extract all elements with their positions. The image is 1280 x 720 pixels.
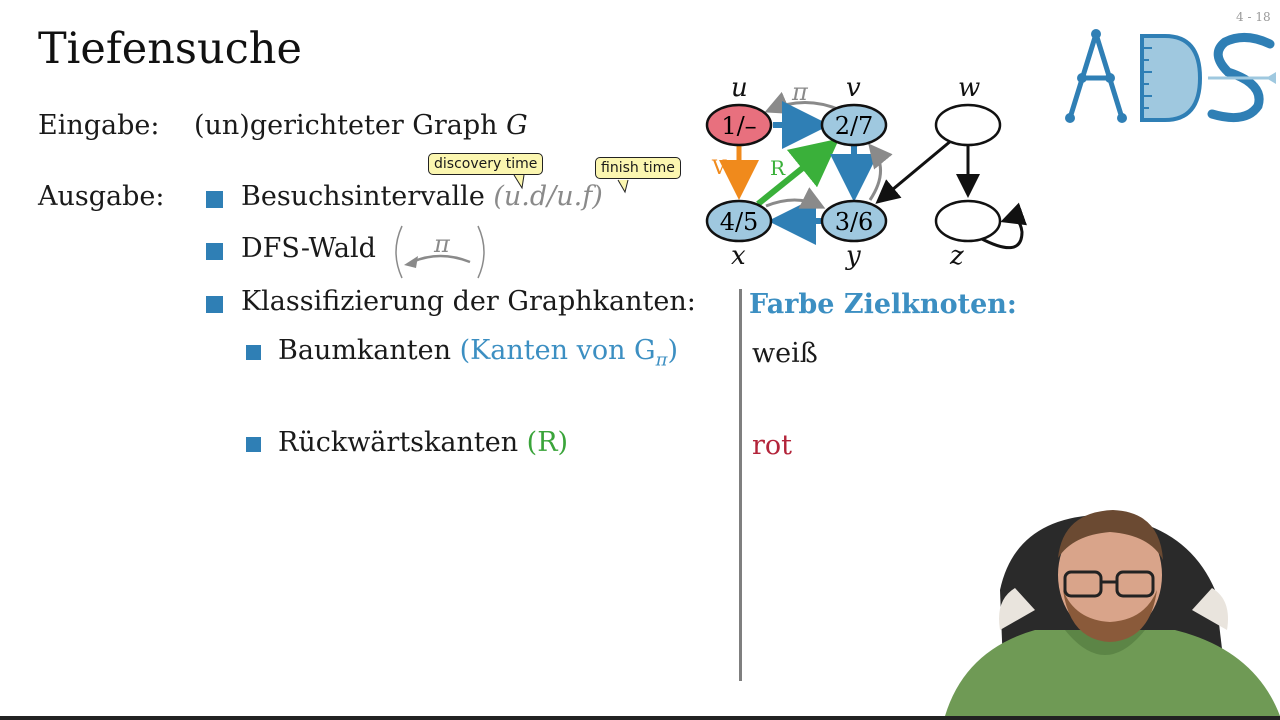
node-y-label: 3/6: [835, 208, 874, 236]
discovery-time-tooltip: discovery time: [428, 153, 544, 175]
tooltip-pointers: [513, 174, 629, 194]
logo-node: [1091, 29, 1101, 39]
logo-d: [1140, 34, 1203, 122]
input-value-text: (un)gerichteter Graph: [194, 110, 507, 141]
ads-logo: [1065, 29, 1276, 123]
hair: [1058, 510, 1163, 560]
output-item-intervals: Besuchsintervalle (u.d/u.f): [241, 181, 603, 212]
pi-edge-x-y: [765, 187, 826, 209]
subitem-tree-edges: Baumkanten (Kanten von Gπ): [278, 335, 678, 370]
tree-edges-annotation: (Kanten von Gπ): [459, 335, 679, 370]
sub-bullet: [246, 345, 261, 360]
node-name-w: w: [958, 73, 980, 103]
node-x-label: 4/5: [720, 208, 759, 236]
input-value: (un)gerichteter Graph G: [194, 110, 528, 141]
bullet: [206, 243, 223, 260]
node-name-u: u: [731, 73, 748, 103]
logo-node: [1117, 113, 1127, 123]
edge-w-y: [875, 138, 953, 204]
edge-z-z: [979, 202, 1027, 250]
finish-time-tooltip: finish time: [595, 157, 681, 179]
target-color-header: Farbe Zielknoten:: [749, 289, 1017, 320]
column-divider: [739, 289, 742, 681]
node-name-z: z: [949, 241, 964, 271]
node-name-v: v: [846, 73, 861, 103]
node-v: 2/7: [820, 103, 888, 147]
output-label: Ausgabe:: [38, 181, 165, 212]
logo-node: [1077, 73, 1087, 83]
target-color-red: rot: [752, 430, 793, 461]
slide-title: Tiefensuche: [38, 24, 302, 74]
pi-edge-icon: π: [395, 225, 485, 279]
beard: [1063, 590, 1157, 642]
output-item-dfs-forest: DFS-Wald: [241, 233, 376, 264]
graph-variable: G: [506, 110, 528, 141]
edge-label-r: R: [770, 156, 786, 180]
pi-edge-y-v: [868, 143, 893, 201]
dfs-graph: π V R 1/– 2/7 4/5 3/6 u v w x y z: [705, 73, 1027, 271]
intervals-text: Besuchsintervalle: [241, 181, 494, 212]
tree-edges-close: ): [667, 335, 679, 366]
tree-edges-annotation-text: (Kanten von G: [459, 335, 656, 366]
edge-label-v: V: [711, 155, 727, 179]
pi-symbol: π: [433, 230, 451, 258]
bottom-bar: [0, 716, 1280, 720]
node-v-label: 2/7: [835, 112, 874, 140]
presenter-webcam: [945, 480, 1280, 716]
node-w: [934, 103, 1002, 147]
pi-subscript: π: [655, 349, 668, 371]
node-u: 1/–: [705, 103, 773, 147]
logo-node: [1105, 73, 1115, 83]
edge-x-v: [756, 138, 840, 207]
bullet: [206, 296, 223, 313]
hoodie: [945, 630, 1280, 716]
target-color-white: weiß: [752, 338, 818, 369]
node-y: 3/6: [820, 199, 888, 243]
input-label: Eingabe:: [38, 110, 160, 141]
sub-bullet: [246, 437, 261, 452]
node-name-x: x: [731, 241, 746, 271]
output-item-classification: Klassifizierung der Graphkanten:: [241, 286, 696, 317]
glasses: [1063, 570, 1155, 598]
page-number: 4 - 18: [1236, 10, 1271, 24]
node-u-label: 1/–: [721, 112, 756, 140]
node-z: [934, 199, 1002, 243]
bullet: [206, 191, 223, 208]
face: [1058, 513, 1162, 637]
tree-edges-text: Baumkanten: [278, 335, 460, 366]
logo-node: [1065, 113, 1075, 123]
pi-edge-label: π: [791, 78, 809, 106]
node-x: 4/5: [705, 199, 773, 243]
back-edges-annotation: (R): [526, 427, 569, 458]
subitem-back-edges: Rückwärtskanten (R): [278, 427, 568, 458]
node-name-y: y: [845, 241, 861, 271]
logo-s: [1207, 33, 1275, 123]
intervals-annotation: (u.d/u.f): [493, 181, 603, 212]
back-edges-text: Rückwärtskanten: [278, 427, 527, 458]
